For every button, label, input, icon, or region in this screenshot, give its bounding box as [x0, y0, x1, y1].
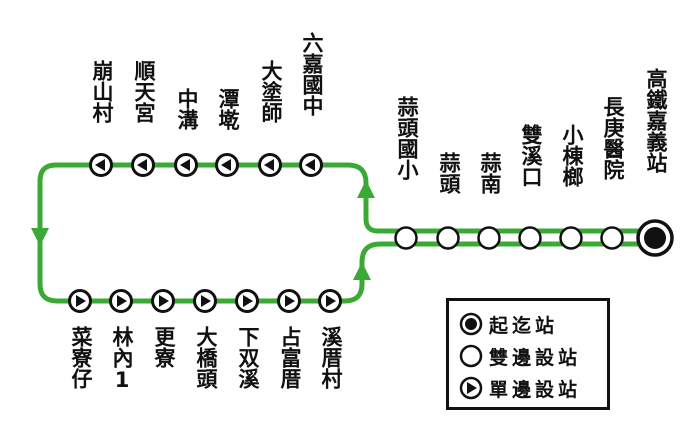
stop-label: 雙溪口: [519, 124, 543, 187]
bullseye-icon: [459, 312, 483, 336]
stop-label: 長庚醫院: [601, 96, 625, 180]
stop-marker-one-way[interactable]: [215, 153, 239, 177]
stop-label: 順天宮: [132, 60, 156, 123]
stop-marker-two-way[interactable]: [436, 226, 460, 250]
stop-marker-one-way[interactable]: [193, 289, 217, 313]
stop-label: 小棟榔: [560, 124, 584, 187]
direction-arrow-down: [31, 228, 49, 246]
stop-label: 林內1: [110, 326, 134, 392]
stop-marker-one-way[interactable]: [89, 153, 113, 177]
direction-arrow-up: [353, 262, 371, 280]
stop-marker-one-way[interactable]: [131, 153, 155, 177]
stop-marker-one-way[interactable]: [258, 153, 282, 177]
stop-label: 蒜南: [478, 152, 502, 194]
stop-label: 更寮: [152, 326, 176, 368]
legend-label: 起迄站: [489, 314, 559, 337]
stop-marker-two-way[interactable]: [394, 226, 418, 250]
stop-label: 中溝: [175, 88, 199, 130]
stop-marker-one-way[interactable]: [235, 289, 259, 313]
play-circle-icon: [459, 376, 483, 400]
legend-label: 雙邊設站: [489, 346, 582, 369]
stop-marker-two-way[interactable]: [559, 226, 583, 250]
stop-label: 占富厝: [278, 326, 302, 389]
stop-label: 溪厝村: [319, 326, 343, 389]
stop-marker-one-way[interactable]: [151, 289, 175, 313]
stop-label: 大塗師: [259, 60, 283, 123]
stop-label: 蒜頭: [437, 152, 461, 194]
stop-label: 六嘉國中: [300, 32, 324, 116]
loop-bottom-stop-markers: [68, 289, 342, 313]
stop-marker-one-way[interactable]: [318, 289, 342, 313]
stop-marker-one-way[interactable]: [277, 289, 301, 313]
stop-label: 潭墘: [216, 88, 240, 130]
stop-label: 下双溪: [236, 326, 260, 389]
terminus-label: 高鐵嘉義站: [644, 68, 668, 173]
stop-marker-one-way[interactable]: [109, 289, 133, 313]
stop-marker-one-way[interactable]: [299, 153, 323, 177]
legend-row-terminus: 起迄站: [459, 309, 558, 339]
stop-label: 菜寮仔: [69, 326, 93, 389]
stop-marker-one-way[interactable]: [174, 153, 198, 177]
legend-row-one-way: 單邊設站: [459, 373, 581, 403]
stop-marker-two-way[interactable]: [518, 226, 542, 250]
legend-label: 單邊設站: [489, 378, 582, 401]
direction-arrow-up: [357, 180, 375, 198]
legend: 起迄站 雙邊設站 單邊設站: [446, 298, 610, 410]
stop-marker-two-way[interactable]: [600, 226, 624, 250]
stop-marker-one-way[interactable]: [68, 289, 92, 313]
terminus-marker[interactable]: [636, 219, 674, 257]
stop-label: 崩山村: [90, 60, 114, 123]
open-circle-icon: [459, 344, 483, 368]
stop-marker-two-way[interactable]: [477, 226, 501, 250]
stop-label: 蒜頭國小: [395, 96, 419, 180]
legend-row-two-way: 雙邊設站: [459, 341, 581, 371]
stop-label: 大橋頭: [194, 326, 218, 389]
